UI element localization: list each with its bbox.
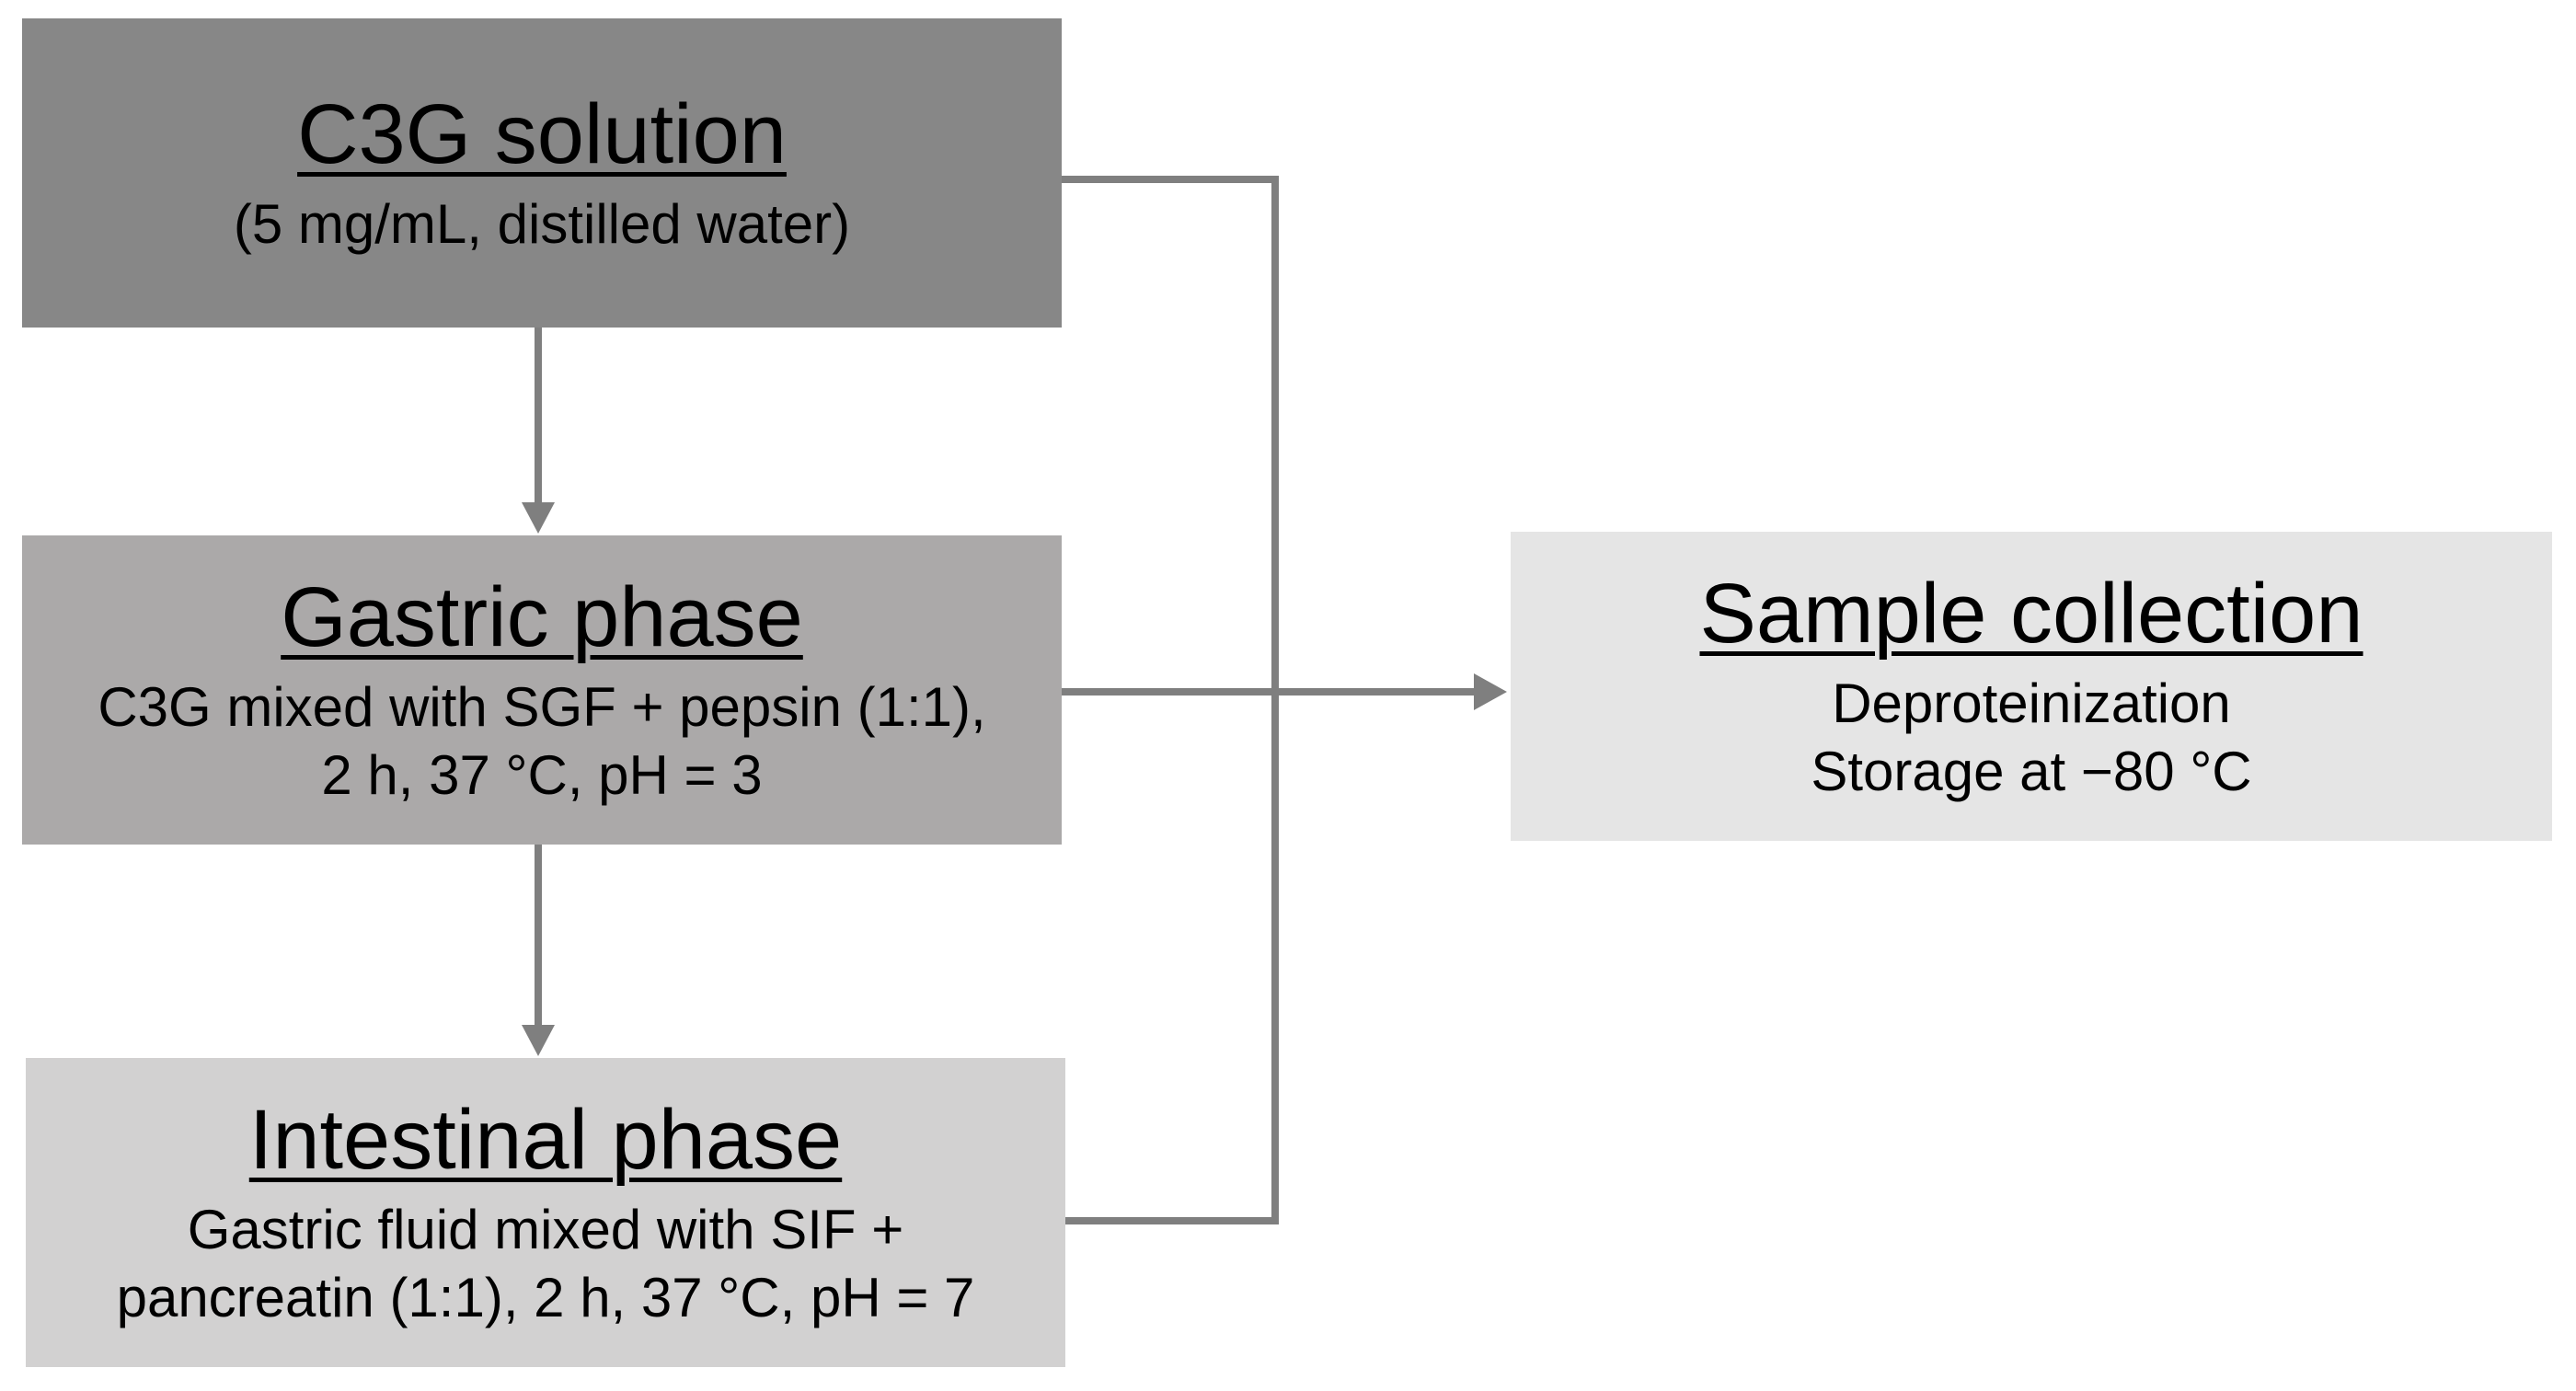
node-sample-line-1: Deproteinization [1832, 673, 2231, 735]
node-sample-line-2: Storage at −80 °C [1811, 740, 2252, 802]
node-c3g-title: C3G solution [297, 86, 787, 181]
arrowhead-to-sample [1474, 673, 1507, 710]
node-intestinal-title: Intestinal phase [248, 1093, 843, 1188]
node-gastric-line-2: 2 h, 37 °C, pH = 3 [321, 743, 763, 806]
node-gastric-line-1: C3G mixed with SGF + pepsin (1:1), [98, 676, 986, 739]
line-c3g-to-bus [1062, 176, 1279, 1224]
node-sample-collection: Sample collection Deproteinization Stora… [1511, 532, 2552, 841]
arrowhead-c3g-to-gastric [522, 502, 555, 534]
node-intestinal-phase: Intestinal phase Gastric fluid mixed wit… [26, 1058, 1065, 1367]
node-c3g-line-1: (5 mg/mL, distilled water) [233, 193, 851, 255]
node-gastric-title: Gastric phase [281, 570, 803, 665]
arrowhead-gastric-to-intestinal [522, 1025, 555, 1056]
node-intestinal-line-1: Gastric fluid mixed with SIF + [187, 1199, 904, 1261]
node-intestinal-line-2: pancreatin (1:1), 2 h, 37 °C, pH = 7 [116, 1266, 975, 1328]
node-sample-title: Sample collection [1699, 567, 2363, 661]
node-c3g-solution: C3G solution (5 mg/mL, distilled water) [22, 18, 1062, 328]
node-gastric-phase: Gastric phase C3G mixed with SGF + pepsi… [22, 535, 1062, 845]
